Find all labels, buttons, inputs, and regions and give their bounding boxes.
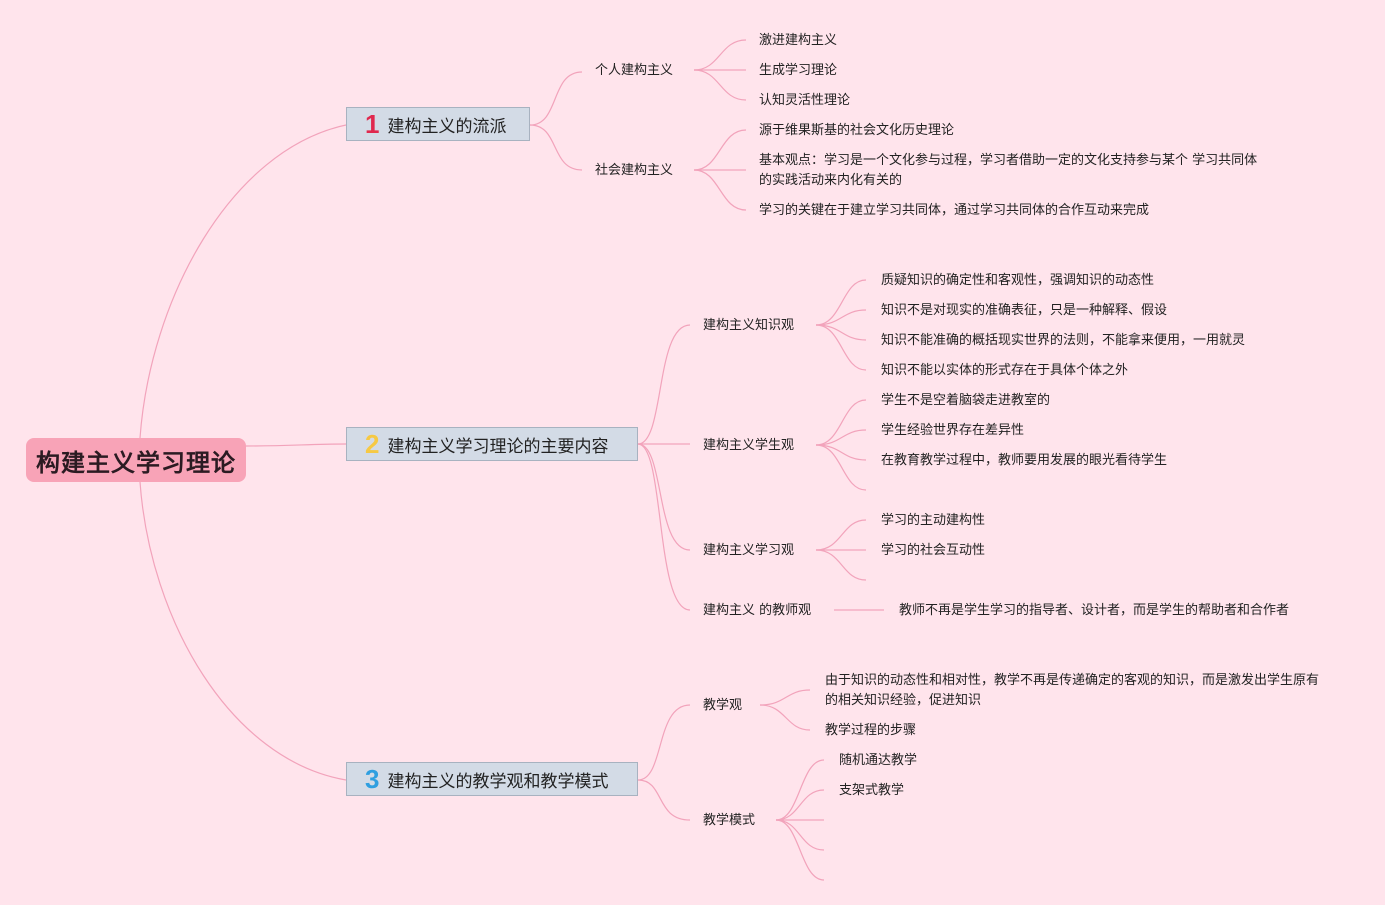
leaf-topic[interactable]: 随机通达教学: [839, 753, 918, 768]
subtopic-student-view[interactable]: 建构主义学生观: [703, 438, 795, 453]
main-topic-3-label: 建构主义的教学观和教学模式: [387, 771, 609, 792]
root-topic[interactable]: 构建主义学习理论: [26, 438, 246, 482]
subtopic-teacher-view[interactable]: 建构主义 的教师观: [703, 603, 812, 618]
main-topic-1[interactable]: 1 建构主义的流派: [346, 107, 530, 141]
leaf-topic[interactable]: 知识不是对现实的准确表征，只是一种解释、假设: [881, 303, 1168, 318]
leaf-topic[interactable]: 学习的主动建构性: [881, 513, 986, 528]
subtopic-social-constructivism[interactable]: 社会建构主义: [595, 163, 674, 178]
leaf-topic[interactable]: 基本观点：学习是一个文化参与过程，学习者借助一定的文化支持参与某个 学习共同体的…: [759, 153, 1258, 188]
number-badge-2: 2: [365, 429, 380, 459]
leaf-topic[interactable]: 源于维果斯基的社会文化历史理论: [759, 123, 955, 138]
subtopic-personal-constructivism[interactable]: 个人建构主义: [595, 63, 674, 78]
main-topic-2-label: 建构主义学习理论的主要内容: [387, 436, 609, 457]
leaf-topic[interactable]: 认知灵活性理论: [759, 93, 851, 108]
subtopic-knowledge-view[interactable]: 建构主义知识观: [703, 318, 795, 333]
subtopic-teaching-model[interactable]: 教学模式: [703, 813, 756, 828]
root-topic-label: 构建主义学习理论: [36, 448, 236, 477]
subtopic-teaching-view[interactable]: 教学观: [703, 698, 743, 713]
main-topic-1-label: 建构主义的流派: [387, 116, 507, 137]
leaf-topic[interactable]: 学习的社会互动性: [881, 543, 986, 558]
subtopic-learning-view[interactable]: 建构主义学习观: [703, 543, 795, 558]
leaf-topic[interactable]: 学生不是空着脑袋走进教室的: [881, 393, 1051, 408]
leaf-topic[interactable]: 激进建构主义: [759, 33, 838, 48]
main-topic-3[interactable]: 3 建构主义的教学观和教学模式: [346, 762, 638, 796]
leaf-topic[interactable]: 在教育教学过程中，教师要用发展的眼光看待学生: [881, 453, 1168, 468]
leaf-topic[interactable]: 由于知识的动态性和相对性，教学不再是传递确定的客观的知识，而是激发出学生原有的相…: [825, 673, 1320, 708]
number-badge-1: 1: [365, 109, 380, 139]
leaf-topic[interactable]: 质疑知识的确定性和客观性，强调知识的动态性: [881, 273, 1155, 288]
leaf-topic[interactable]: 教师不再是学生学习的指导者、设计者，而是学生的帮助者和合作者: [899, 603, 1290, 618]
leaf-topic[interactable]: 教学过程的步骤: [825, 723, 917, 738]
leaf-topic[interactable]: 支架式教学: [839, 783, 905, 798]
number-badge-3: 3: [365, 764, 380, 794]
leaf-topic[interactable]: 学习的关键在于建立学习共同体，通过学习共同体的合作互动来完成: [759, 203, 1150, 218]
leaf-topic[interactable]: 知识不能以实体的形式存在于具体个体之外: [881, 363, 1129, 378]
leaf-topic[interactable]: 知识不能准确的概括现实世界的法则，不能拿来便用，一用就灵: [881, 333, 1246, 348]
leaf-topic[interactable]: 生成学习理论: [759, 63, 838, 78]
main-topic-2[interactable]: 2 建构主义学习理论的主要内容: [346, 427, 638, 461]
leaf-topic[interactable]: 学生经验世界存在差异性: [881, 423, 1025, 438]
